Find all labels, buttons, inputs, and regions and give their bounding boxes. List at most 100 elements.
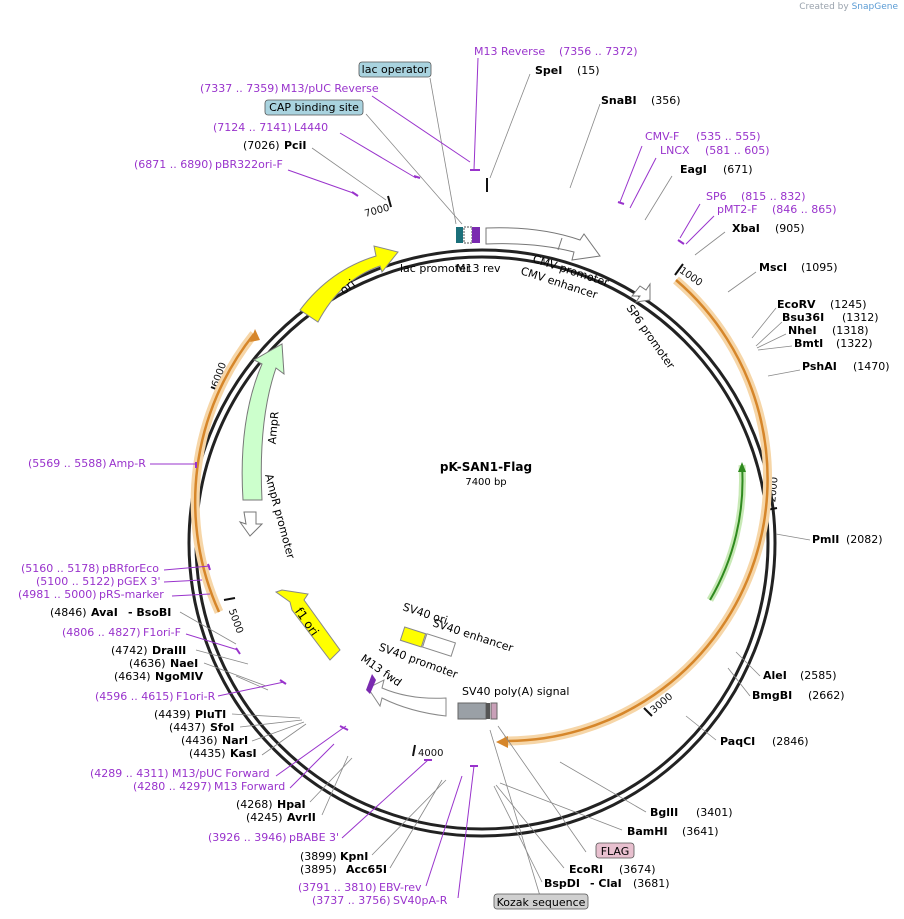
site-avrii-pos: (4245) (246, 811, 283, 824)
leader-spei (489, 73, 531, 179)
tick-7000 (387, 195, 392, 208)
leader-ecori (495, 784, 565, 869)
feature-cap-box (456, 227, 463, 243)
site-bmti: BmtI (794, 337, 823, 350)
site-pmli: PmlI (812, 533, 839, 546)
site-bspdi: BspDI (544, 877, 580, 890)
leader-ecorv (751, 307, 777, 339)
site-ecori: EcoRI (569, 863, 603, 876)
site-bsu36i: Bsu36I (782, 311, 824, 324)
primer-f1ori-f: F1ori-F (143, 626, 181, 639)
site-xbai-pos: (905) (775, 222, 805, 235)
primer-sp6: SP6 (706, 190, 727, 203)
leader-nari (251, 721, 305, 742)
green-arc-arrowhead (738, 462, 746, 472)
primer-marks (195, 169, 685, 767)
leader-prs-marker (171, 593, 211, 597)
leader-ebv-rev (425, 775, 463, 887)
leader-snabi (569, 103, 601, 189)
leader-pbabe3 (341, 759, 429, 839)
plasmid-length: 7400 bp (465, 477, 506, 488)
primer-lncx: LNCX (660, 144, 690, 157)
leader-kpni (371, 779, 447, 856)
feature-sv40-enhancer (421, 633, 457, 657)
feature-cmv (485, 227, 601, 261)
site-spei: SpeI (535, 64, 562, 77)
orf-insert-arrowhead (496, 736, 508, 748)
feature-sv40-promoter (367, 679, 447, 717)
site-bglii-pos: (3401) (696, 806, 733, 819)
leader-bspdi (493, 785, 543, 883)
tick-1000 (674, 263, 684, 276)
leader-bmti (757, 345, 793, 351)
primer-f1ori-r-range: (4596 .. 4615) (95, 690, 174, 703)
site-ecori-pos: (3674) (619, 863, 656, 876)
site-sfoi-pos: (4437) (169, 721, 206, 734)
site-bmgbi-pos: (2662) (808, 689, 845, 702)
site-avai-pos: (4846) (50, 606, 87, 619)
site-nari-pos: (4436) (181, 734, 218, 747)
site-avai: AvaI (91, 606, 118, 619)
leader-pluti (231, 713, 301, 719)
site-draiii-pos: (4742) (111, 644, 148, 657)
orf-insert-arc (503, 279, 769, 743)
leader-alei (735, 651, 761, 677)
site-naei-pos: (4636) (129, 657, 166, 670)
primer-m13puc-reverse-range: (7337 .. 7359) (200, 82, 279, 95)
leader-sv40pa-r (457, 765, 475, 899)
green-arc (709, 464, 744, 601)
site-leaders (179, 73, 811, 897)
primer-l4440-range: (7124 .. 7141) (213, 121, 292, 134)
site-sfoi: SfoI (210, 721, 234, 734)
primer-amp-r: Amp-R (109, 457, 146, 470)
leader-m13-reverse (473, 57, 479, 171)
leader-bsu36i (755, 321, 783, 347)
primer-pmt2-f-range: (846 .. 865) (772, 203, 837, 216)
primer-l4440: L4440 (294, 121, 328, 134)
leader-flag (497, 725, 587, 853)
primer-pbr322ori-f-range: (6871 .. 6890) (134, 158, 213, 171)
site-claI: - ClaI (590, 877, 622, 890)
orf-ampr-arc (194, 333, 255, 613)
tick-3000 (643, 707, 653, 717)
site-eagi: EagI (680, 163, 707, 176)
leader-kozak (489, 729, 541, 897)
leader-eagi (644, 175, 673, 221)
leader-msci (727, 271, 757, 293)
site-alei: AleI (763, 669, 787, 682)
site-eagi-pos: (671) (723, 163, 753, 176)
site-bsu36i-pos: (1312) (842, 311, 879, 324)
site-draiii: DraIII (152, 644, 186, 657)
box-lac-operator-label: lac operator (362, 63, 429, 76)
primer-ebv-rev: EBV-rev (379, 881, 422, 894)
site-nhei-pos: (1318) (832, 324, 869, 337)
site-bamhi-pos: (3641) (682, 825, 719, 838)
primer-pmt2-f: pMT2-F (717, 203, 758, 216)
site-bmgbi: BmgBI (752, 689, 792, 702)
site-kpni: KpnI (340, 850, 368, 863)
primer-leaders (150, 57, 715, 899)
site-ngomiv: NgoMIV (155, 670, 204, 683)
primer-labels: M13 Reverse (7356 .. 7372) (7337 .. 7359… (18, 45, 837, 907)
site-bglii: BglII (650, 806, 678, 819)
primer-m13-forward-range: (4280 .. 4297) (133, 780, 212, 793)
mark-f1ori-f (235, 647, 241, 655)
site-alei-pos: (2585) (800, 669, 837, 682)
leader-ngomiv (235, 675, 269, 691)
primer-m13-reverse: M13 Reverse (474, 45, 545, 58)
leader-pmt2-f (685, 215, 715, 245)
leader-cmv-f (619, 145, 643, 203)
leader-acc65i (389, 779, 443, 869)
leader-avrii (321, 755, 349, 816)
leader-f1ori-r (217, 681, 285, 697)
site-pmli-pos: (2082) (846, 533, 883, 546)
site-pluti-pos: (4439) (154, 708, 191, 721)
tick-5000 (223, 597, 236, 601)
site-kasi-pos: (4435) (189, 747, 226, 760)
mark-l4440 (413, 175, 421, 179)
site-nhei: NheI (788, 324, 817, 337)
feature-flag-mark (490, 702, 498, 720)
primer-cmv-f: CMV-F (645, 130, 679, 143)
feature-sv40-polya-label: SV40 poly(A) signal (462, 685, 569, 698)
